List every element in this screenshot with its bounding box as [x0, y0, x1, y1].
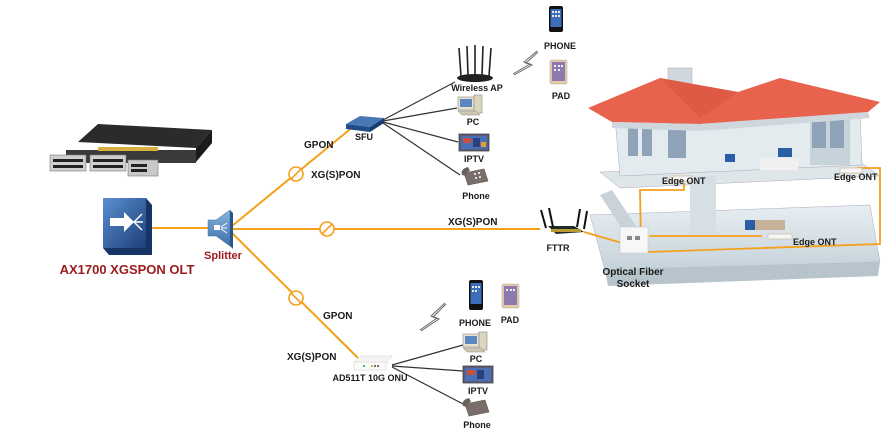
sfu-wireless-label-phone: PHONE: [543, 41, 577, 51]
sfu-wireless-label-pad: PAD: [551, 91, 571, 101]
splitter-label: Splitter: [204, 250, 242, 262]
edge-ont-label-upper-left: Edge ONT: [662, 176, 706, 186]
sfu-icon: [346, 116, 384, 132]
desk-phone-icon: [462, 398, 490, 417]
smartphone-icon: [469, 280, 483, 310]
sfu-device-label-phone: Phone: [462, 191, 490, 201]
upper-gpon-label: GPON: [304, 140, 334, 151]
smartphone-icon: [549, 6, 563, 32]
onu-device-label-pc: PC: [469, 354, 483, 364]
ethernet-links-onu: [391, 344, 466, 406]
lower-xgspon-label: XG(S)PON: [287, 352, 337, 363]
olt-icon: [103, 198, 152, 255]
pc-icon: [462, 331, 488, 353]
fttr-router-icon: [540, 207, 623, 244]
upper-xgspon-label: XG(S)PON: [311, 170, 361, 181]
ethernet-links-sfu: [382, 81, 461, 176]
splitter-icon: [207, 209, 233, 249]
fttr-label: FTTR: [546, 243, 570, 253]
tv-icon: [462, 365, 494, 384]
sfu-device-label-iptv: IPTV: [463, 154, 485, 164]
pc-icon: [457, 94, 483, 116]
edge-ont-label-lower: Edge ONT: [793, 237, 837, 247]
optical-fiber-socket-icon: [619, 226, 649, 254]
wireless-router-icon: [457, 45, 493, 82]
onu-device-label-phone: Phone: [463, 420, 491, 430]
edge-ont-icon: [669, 167, 863, 240]
onu-label: AD511T 10G ONU: [332, 373, 408, 383]
olt-label: AX1700 XGSPON OLT: [59, 262, 195, 277]
onu-wireless-label-pad: PAD: [500, 315, 520, 325]
tv-icon: [458, 133, 490, 152]
onu-device-label-iptv: IPTV: [467, 386, 489, 396]
sfu-device-label-wireless-ap: Wireless AP: [451, 83, 503, 93]
optical-fiber-socket-label: Optical Fiber Socket: [602, 267, 663, 291]
sfu-label: SFU: [355, 132, 373, 142]
sfu-device-label-pc: PC: [466, 117, 480, 127]
tablet-icon: [549, 59, 568, 85]
edge-ont-label-upper-right: Edge ONT: [834, 172, 878, 182]
tablet-icon: [501, 283, 520, 309]
in-house-fiber-links: [639, 167, 881, 253]
middle-xgspon-label: XG(S)PON: [448, 217, 498, 228]
socket-label-line2: Socket: [616, 279, 650, 290]
socket-label-line1: Optical Fiber: [602, 267, 664, 278]
fiber-connector-icon: [288, 166, 335, 306]
lower-gpon-label: GPON: [323, 311, 353, 322]
onu-icon: [353, 355, 393, 371]
onu-wireless-label-phone: PHONE: [458, 318, 492, 328]
olt-chassis-icon: [49, 124, 212, 177]
wireless-signal-icon: [419, 50, 539, 332]
desk-phone-icon: [461, 167, 489, 186]
house-illustration: [588, 67, 881, 286]
